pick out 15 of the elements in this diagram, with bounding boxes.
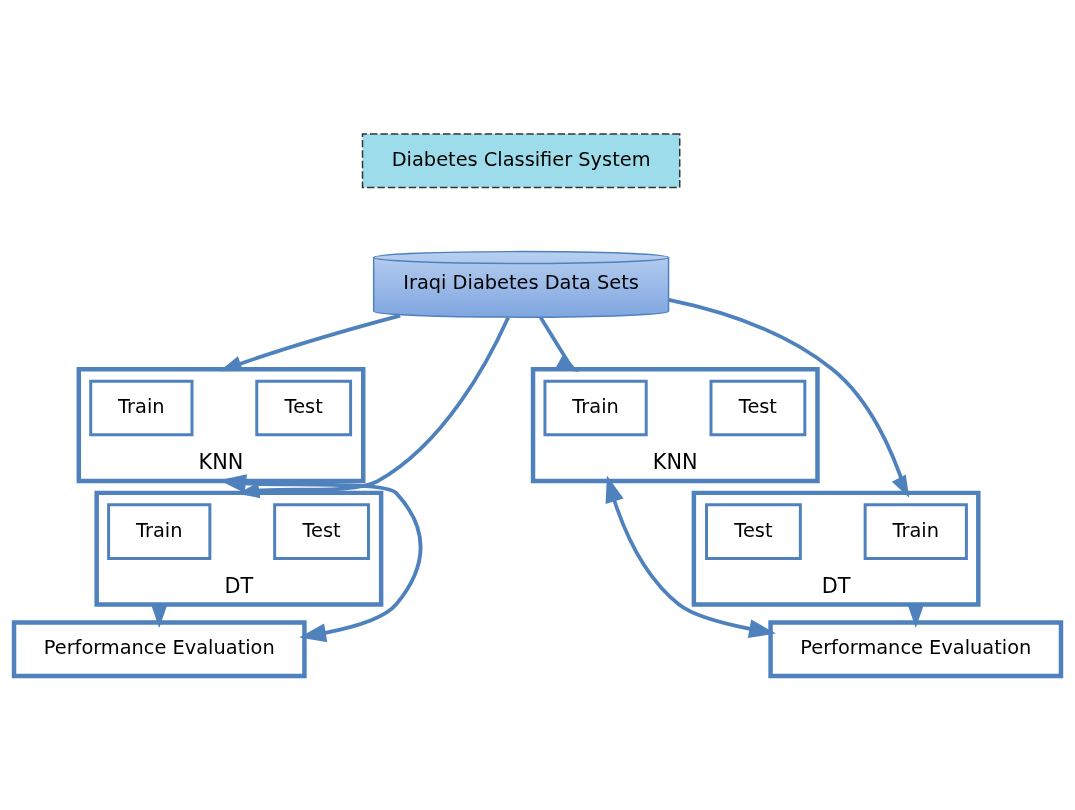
node-box: Train xyxy=(89,379,194,437)
node-box: Test xyxy=(255,379,353,437)
node-box: Test xyxy=(705,503,802,560)
arrow xyxy=(668,298,910,498)
node-box: Test xyxy=(273,503,370,560)
node-box: Train xyxy=(107,503,212,560)
node-box: Train xyxy=(543,379,648,437)
node-box: Train xyxy=(863,503,968,560)
node-box: Performance Evaluation xyxy=(11,620,307,679)
node-box: Diabetes Classifier System xyxy=(361,133,681,189)
node-box: Test xyxy=(709,379,807,437)
arrow xyxy=(539,316,579,373)
arrow xyxy=(605,475,776,639)
arrow xyxy=(219,313,401,372)
node-box: Performance Evaluation xyxy=(768,620,1064,679)
